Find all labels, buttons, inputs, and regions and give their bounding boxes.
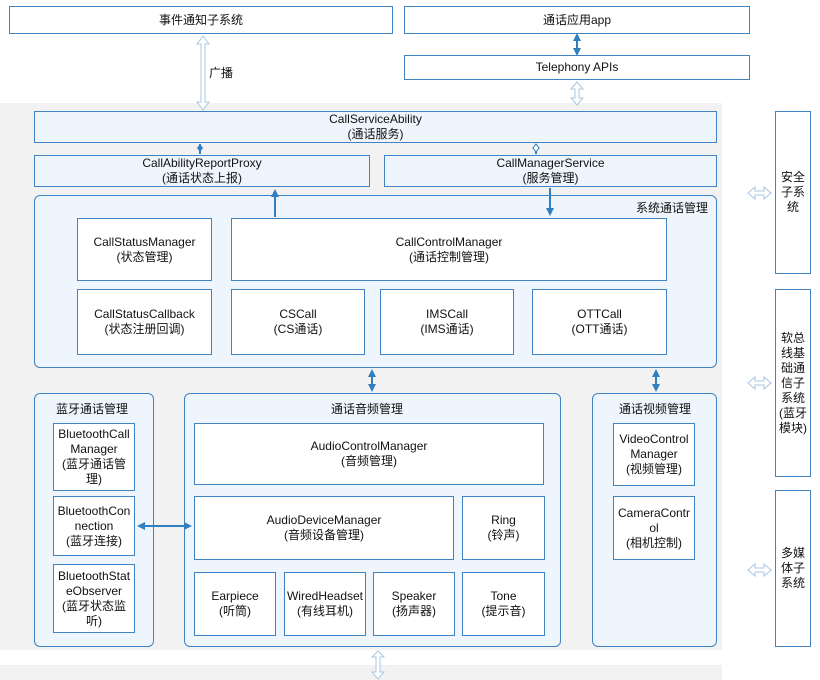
- bluetooth-connection-line-1: BluetoothCon: [57, 503, 131, 518]
- call-status-manager-box: CallStatusManager (状态管理): [77, 218, 212, 281]
- cs-call-name: CSCall: [279, 307, 317, 321]
- call-control-manager-desc: (通话控制管理): [409, 249, 489, 264]
- broadcast-hollow-arrow: [196, 35, 210, 111]
- call-status-callback-desc: (状态注册回调): [104, 322, 185, 336]
- ring-name: Ring: [491, 513, 516, 527]
- ims-call-name: IMSCall: [425, 307, 468, 321]
- ott-call-box: OTTCall (OTT通话): [532, 289, 667, 355]
- video-control-manager-line-3: (视频管理): [626, 462, 682, 476]
- bluetooth-call-manager-line-1: BluetoothCall: [58, 427, 130, 441]
- bluetooth-call-manager-line-3: (蓝牙通话管: [62, 457, 126, 471]
- call-ability-report-proxy-name: CallAbilityReportProxy: [142, 156, 262, 170]
- multimedia-subsystem-box: 多媒体子系统: [775, 490, 811, 647]
- bluetooth-state-observer-line-3: (蓝牙状态监: [62, 598, 126, 613]
- earpiece-name: Earpiece: [211, 589, 259, 603]
- call-status-manager-name: CallStatusManager: [93, 234, 196, 249]
- bluetooth-call-manager-line-4: 理): [86, 472, 102, 486]
- call-app-box: 通话应用app: [404, 6, 750, 34]
- call-ability-report-proxy-desc: (通话状态上报): [162, 171, 242, 185]
- camera-control-line-2: ol: [649, 520, 659, 535]
- ott-call-desc: (OTT通话): [571, 322, 628, 336]
- call-service-ability-name: CallServiceAbility: [329, 112, 422, 126]
- multimedia-hollow-arrow: [747, 562, 772, 578]
- call-control-manager-box: CallControlManager (通话控制管理): [231, 218, 667, 281]
- call-status-manager-desc: (状态管理): [116, 249, 173, 264]
- call-service-ability-desc: (通话服务): [347, 127, 404, 141]
- bluetooth-connection-box: BluetoothCon nection (蓝牙连接): [53, 496, 135, 556]
- bluetooth-call-management-title: 蓝牙通话管理: [56, 402, 129, 416]
- call-manager-service-box: CallManagerService (服务管理): [384, 155, 717, 187]
- security-subsystem-label: 安全子系统: [780, 170, 805, 214]
- cs-call-desc: (CS通话): [273, 322, 323, 336]
- bluetooth-call-manager-box: BluetoothCall Manager (蓝牙通话管 理): [53, 423, 135, 491]
- ims-call-box: IMSCall (IMS通话): [380, 289, 514, 355]
- call-video-management-title: 通话视频管理: [619, 402, 692, 416]
- audio-control-manager-box: AudioControlManager (音频管理): [194, 423, 544, 485]
- call-app-label: 通话应用app: [542, 12, 612, 27]
- camera-control-line-3: (相机控制): [626, 535, 682, 550]
- call-audio-management-title: 通话音频管理: [331, 402, 404, 416]
- call-manager-service-name: CallManagerService: [496, 156, 605, 170]
- call-status-callback-box: CallStatusCallback (状态注册回调): [77, 289, 212, 355]
- softbus-hollow-arrow: [747, 375, 772, 391]
- tone-name: Tone: [490, 589, 517, 603]
- audio-control-manager-desc: (音频管理): [341, 454, 397, 468]
- speaker-box: Speaker (扬声器): [373, 572, 455, 636]
- bluetooth-connection-line-3: (蓝牙连接): [66, 533, 122, 548]
- video-control-manager-line-2: Manager: [630, 447, 678, 461]
- system-call-management-title: 系统通话管理: [636, 201, 709, 215]
- ring-desc: (铃声): [487, 528, 520, 542]
- audio-control-manager-name: AudioControlManager: [310, 439, 428, 453]
- bluetooth-state-observer-line-4: 听): [86, 613, 102, 628]
- security-subsystem-box: 安全子系统: [775, 111, 811, 274]
- ott-call-name: OTTCall: [577, 307, 622, 321]
- bluetooth-state-observer-line-2: eObserver: [65, 583, 123, 598]
- broadcast-label: 广播: [209, 66, 234, 80]
- cs-call-box: CSCall (CS通话): [231, 289, 365, 355]
- audio-device-manager-box: AudioDeviceManager (音频设备管理): [194, 496, 454, 560]
- bluetooth-connection-line-2: nection: [74, 518, 114, 533]
- multimedia-subsystem-label: 多媒体子系统: [780, 546, 805, 590]
- speaker-desc: (扬声器): [392, 604, 436, 618]
- ability-service-diamond: [532, 143, 540, 153]
- wired-headset-desc: (有线耳机): [297, 604, 353, 618]
- audio-device-manager-desc: (音频设备管理): [284, 528, 364, 542]
- speaker-name: Speaker: [391, 589, 437, 603]
- video-control-manager-line-1: VideoControl: [619, 432, 689, 446]
- camera-control-line-1: CameraContr: [617, 505, 691, 520]
- audio-device-manager-name: AudioDeviceManager: [266, 513, 382, 527]
- event-subsystem-label: 事件通知子系统: [158, 12, 243, 27]
- softbus-subsystem-box: 软总线基础通信子系统(蓝牙模块): [775, 289, 811, 477]
- bluetooth-call-manager-line-2: Manager: [70, 442, 118, 456]
- telephony-apis-label: Telephony APIs: [535, 60, 619, 74]
- call-ability-report-proxy-box: CallAbilityReportProxy (通话状态上报): [34, 155, 370, 187]
- tone-desc: (提示音): [481, 604, 526, 618]
- wired-headset-box: WiredHeadset (有线耳机): [284, 572, 366, 636]
- api-hollow-arrow: [569, 81, 585, 106]
- bottom-background: [0, 665, 722, 680]
- bluetooth-state-observer-line-1: BluetoothStat: [57, 568, 131, 583]
- bluetooth-state-observer-box: BluetoothStat eObserver (蓝牙状态监 听): [53, 564, 135, 633]
- call-status-callback-name: CallStatusCallback: [94, 307, 195, 321]
- event-subsystem-box: 事件通知子系统: [9, 6, 393, 34]
- camera-control-box: CameraContr ol (相机控制): [613, 496, 695, 560]
- softbus-subsystem-label: 软总线基础通信子系统(蓝牙模块): [779, 330, 807, 435]
- bottom-hollow-arrow: [370, 650, 386, 680]
- tone-box: Tone (提示音): [462, 572, 545, 636]
- ring-box: Ring (铃声): [462, 496, 545, 560]
- call-manager-service-desc: (服务管理): [522, 171, 579, 185]
- ability-proxy-diamond: [197, 144, 203, 152]
- ims-call-desc: (IMS通话): [420, 322, 474, 336]
- security-hollow-arrow: [747, 185, 772, 201]
- earpiece-box: Earpiece (听筒): [194, 572, 276, 636]
- earpiece-desc: (听筒): [219, 604, 251, 618]
- call-service-ability-box: CallServiceAbility (通话服务): [34, 111, 717, 143]
- wired-headset-name: WiredHeadset: [286, 589, 364, 603]
- call-control-manager-name: CallControlManager: [395, 234, 503, 249]
- video-control-manager-box: VideoControl Manager (视频管理): [613, 423, 695, 486]
